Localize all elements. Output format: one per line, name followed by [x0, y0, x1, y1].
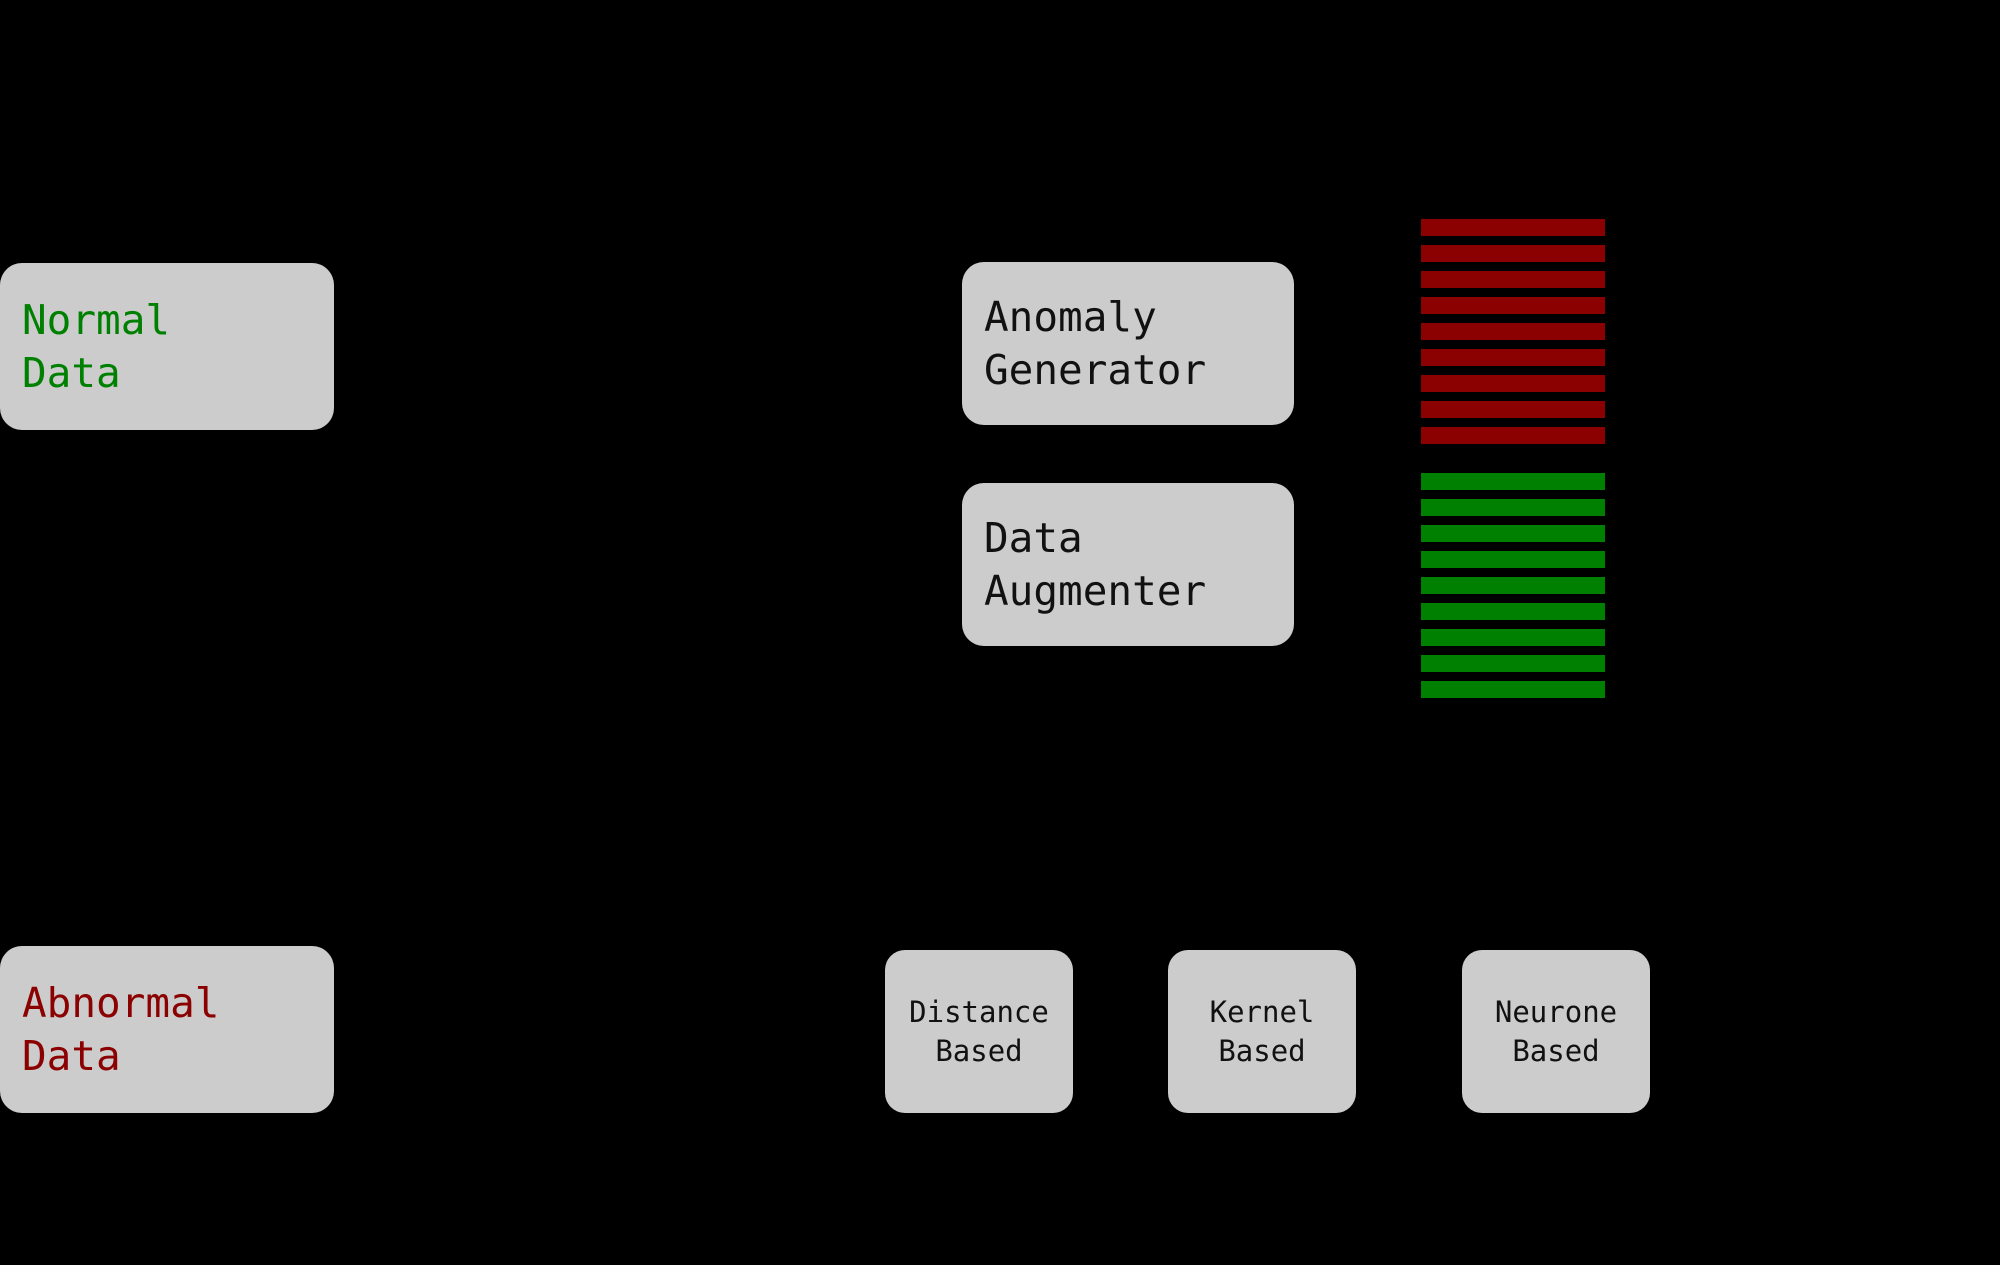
anomaly-generator-label-line1: Anomaly — [984, 293, 1157, 342]
method-box-distance-based[interactable]: Distance Based — [885, 950, 1073, 1113]
anomaly-stripe — [1421, 323, 1605, 340]
normal-data-label-line2: Data — [22, 348, 121, 397]
normal-stripe — [1421, 525, 1605, 542]
normal-stripe — [1421, 551, 1605, 568]
anomaly-stripe — [1421, 245, 1605, 262]
dataset-stripe-block — [1421, 219, 1605, 698]
anomaly-stripe — [1421, 219, 1605, 236]
data-augmenter-box[interactable]: Data Augmenter — [962, 483, 1294, 646]
normal-stripe — [1421, 629, 1605, 646]
method-box-kernel-based[interactable]: Kernel Based — [1168, 950, 1356, 1113]
abnormal-data-label-line2: Data — [22, 1031, 121, 1080]
anomaly-stripe — [1421, 297, 1605, 314]
normal-stripe — [1421, 473, 1605, 490]
anomaly-generator-box[interactable]: Anomaly Generator — [962, 262, 1294, 425]
normal-stripe — [1421, 603, 1605, 620]
anomaly-stripe — [1421, 271, 1605, 288]
normal-data-box[interactable]: Normal Data — [0, 263, 334, 430]
anomaly-stripe — [1421, 401, 1605, 418]
method-label-distance-line1: Distance — [909, 994, 1049, 1029]
anomaly-stripe — [1421, 375, 1605, 392]
method-box-neurone-based[interactable]: Neurone Based — [1462, 950, 1650, 1113]
abnormal-data-box[interactable]: Abnormal Data — [0, 946, 334, 1113]
normal-stripe — [1421, 655, 1605, 672]
normal-data-label-line1: Normal — [22, 296, 171, 345]
method-label-distance-line2: Based — [935, 1033, 1023, 1068]
method-label-kernel-line2: Based — [1218, 1033, 1306, 1068]
anomaly-stripe — [1421, 427, 1605, 444]
data-augmenter-label-line1: Data — [984, 514, 1083, 563]
data-augmenter-label-line2: Augmenter — [984, 566, 1207, 615]
anomaly-generator-label-line2: Generator — [984, 345, 1207, 394]
anomaly-stripe — [1421, 349, 1605, 366]
normal-stripe — [1421, 499, 1605, 516]
method-label-neurone-line1: Neurone — [1494, 994, 1618, 1029]
normal-stripe — [1421, 681, 1605, 698]
method-label-kernel-line1: Kernel — [1209, 994, 1315, 1029]
normal-stripe — [1421, 577, 1605, 594]
method-label-neurone-line2: Based — [1512, 1033, 1600, 1068]
abnormal-data-label-line1: Abnormal — [22, 979, 220, 1028]
